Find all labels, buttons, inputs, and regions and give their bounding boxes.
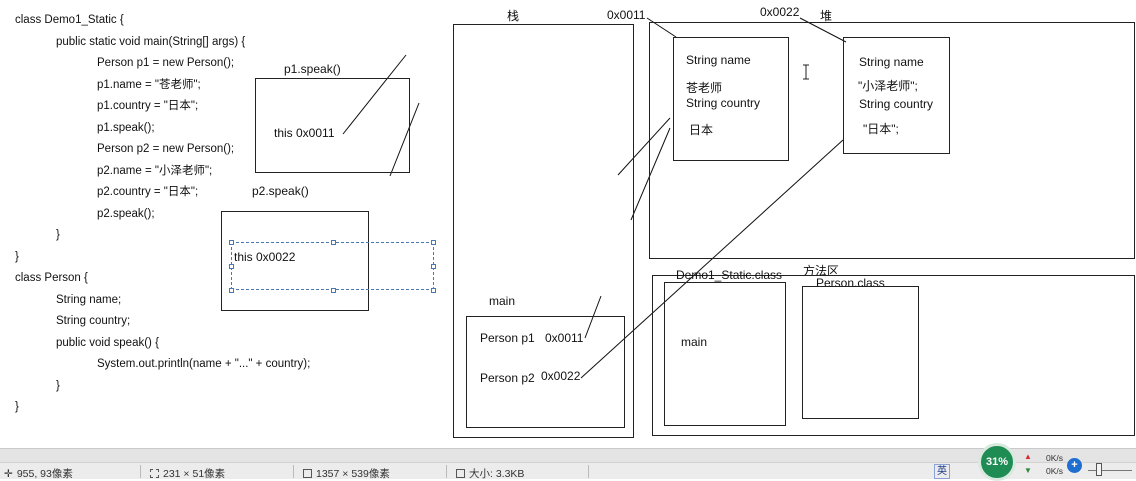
selection-icon <box>150 469 159 478</box>
selection-handle[interactable] <box>229 264 234 269</box>
stack-p2-var: Person p2 <box>480 371 535 385</box>
obj2-field-name: String name <box>859 55 924 69</box>
p2-this-ref: this 0x0022 <box>234 250 296 264</box>
selection-handle[interactable] <box>229 240 234 245</box>
main-stack-frame <box>466 316 625 428</box>
obj2-value-name: "小泽老师"; <box>858 79 918 93</box>
horizontal-scrollbar[interactable] <box>0 449 1136 463</box>
code-line: p2.speak(); <box>97 207 155 220</box>
connector-line <box>646 17 677 38</box>
divider <box>588 465 589 478</box>
heap-area <box>649 22 1135 259</box>
code-line: class Demo1_Static { <box>15 14 124 26</box>
obj2-value-country: "日本"; <box>863 122 899 136</box>
heap-object-p1 <box>673 37 789 161</box>
download-arrow-icon: ▼ <box>1024 466 1032 475</box>
net-upload-speed: 0K/s <box>1046 453 1064 463</box>
selection-handle[interactable] <box>431 288 436 293</box>
code-line: class Person { <box>15 272 88 284</box>
image-size-icon <box>303 469 312 478</box>
code-line: } <box>15 401 19 413</box>
zoom-slider-track[interactable] <box>1088 470 1132 471</box>
obj1-field-name: String name <box>686 53 751 67</box>
code-line: p1.speak(); <box>97 121 155 134</box>
p1-this-ref: this 0x0011 <box>274 126 335 140</box>
heap-object-p2 <box>843 37 950 154</box>
code-line: System.out.println(name + "..." + countr… <box>97 358 311 370</box>
selection-size: 231 × 51像素 <box>150 466 225 481</box>
heap-obj1-addr: 0x0011 <box>607 8 646 22</box>
method-area-title: 方法区 <box>803 264 840 278</box>
stack-p2-addr: 0x0022 <box>541 369 581 383</box>
stack-p1-var: Person p1 <box>480 331 535 345</box>
code-line: p1.name = "苍老师"; <box>97 78 201 91</box>
demo-class-box <box>664 282 786 426</box>
obj1-field-country: String country <box>686 96 761 110</box>
ime-language-indicator[interactable]: 英 <box>934 464 950 479</box>
code-line: p1.country = "日本"; <box>97 100 199 112</box>
code-line: } <box>56 229 60 241</box>
heap-obj2-addr: 0x0022 <box>760 5 800 19</box>
code-line: public static void main(String[] args) { <box>56 35 246 48</box>
obj1-value-country: 日本 <box>689 123 714 137</box>
divider <box>140 465 141 478</box>
selection-handle[interactable] <box>431 264 436 269</box>
selection-handle[interactable] <box>331 240 336 245</box>
status-bar: ✛ 955, 93像素 231 × 51像素 1357 × 539像素 大小: … <box>0 448 1136 481</box>
code-line: } <box>15 250 19 263</box>
stack-main-label: main <box>489 294 516 308</box>
connector-line <box>584 295 602 339</box>
code-line: String country; <box>56 315 131 327</box>
connector-line <box>342 54 407 135</box>
p1-speak-frame <box>255 78 410 173</box>
demo-class-label: Demo1_Static.class <box>676 268 783 282</box>
obj1-value-name: 苍老师 <box>686 81 723 95</box>
cursor-position: ✛ 955, 93像素 <box>4 467 73 481</box>
code-line: public void speak() { <box>56 336 159 349</box>
divider <box>446 465 447 478</box>
add-button[interactable]: + <box>1067 458 1082 473</box>
stack-p1-addr: 0x0011 <box>545 331 584 345</box>
connector-line <box>617 117 671 176</box>
file-size: 大小: 3.3KB <box>456 466 524 481</box>
p2-speak-frame <box>221 211 369 311</box>
code-line: String name; <box>56 293 122 306</box>
p2-speak-label: p2.speak() <box>252 184 309 198</box>
net-download-speed: 0K/s <box>1046 466 1064 476</box>
method-area <box>652 275 1135 436</box>
selection-handle[interactable] <box>229 288 234 293</box>
code-line: } <box>56 379 60 392</box>
code-line: Person p2 = new Person(); <box>97 143 235 155</box>
person-class-box <box>802 286 919 419</box>
divider <box>293 465 294 478</box>
image-size: 1357 × 539像素 <box>303 466 390 481</box>
p1-speak-label: p1.speak() <box>284 62 341 76</box>
code-line: p2.country = "日本"; <box>97 186 199 198</box>
upload-arrow-icon: ▲ <box>1024 452 1032 461</box>
stack-area <box>453 24 634 438</box>
disk-icon <box>456 469 465 478</box>
selection-handle[interactable] <box>331 288 336 293</box>
connector-line <box>389 102 420 177</box>
demo-class-main: main <box>681 335 708 349</box>
heap-title: 堆 <box>820 9 833 23</box>
text-cursor-icon <box>803 64 809 80</box>
stack-title: 栈 <box>507 9 520 23</box>
code-line: Person p1 = new Person(); <box>97 57 235 69</box>
cpu-gauge[interactable]: 31% <box>978 443 1016 481</box>
code-line: p2.name = "小泽老师"; <box>97 164 213 177</box>
connector-line <box>630 127 671 221</box>
selection-handle[interactable] <box>431 240 436 245</box>
zoom-slider-knob[interactable] <box>1096 463 1102 476</box>
crosshair-icon: ✛ <box>4 467 13 480</box>
obj2-field-country: String country <box>859 97 934 111</box>
